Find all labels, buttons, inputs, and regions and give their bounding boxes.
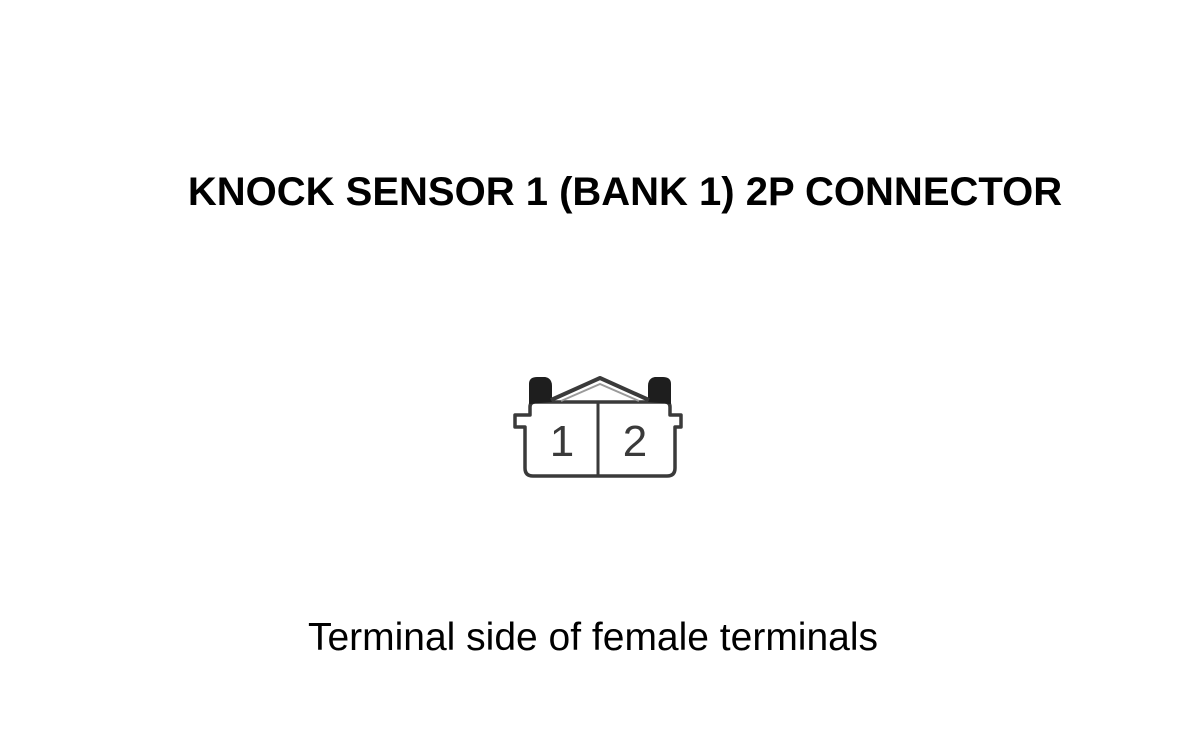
terminal-1-label: 1: [550, 417, 574, 466]
diagram-title: KNOCK SENSOR 1 (BANK 1) 2P CONNECTOR: [187, 170, 1063, 214]
connector-key-roof: [550, 376, 650, 402]
diagram-caption: Terminal side of female terminals: [307, 616, 879, 659]
connector-latch-right: [648, 377, 671, 404]
connector-latch-left: [529, 377, 552, 404]
connector-2p-diagram: 1 2: [505, 370, 695, 485]
terminal-2-label: 2: [623, 417, 647, 466]
connector-housing-outline: [513, 400, 683, 478]
